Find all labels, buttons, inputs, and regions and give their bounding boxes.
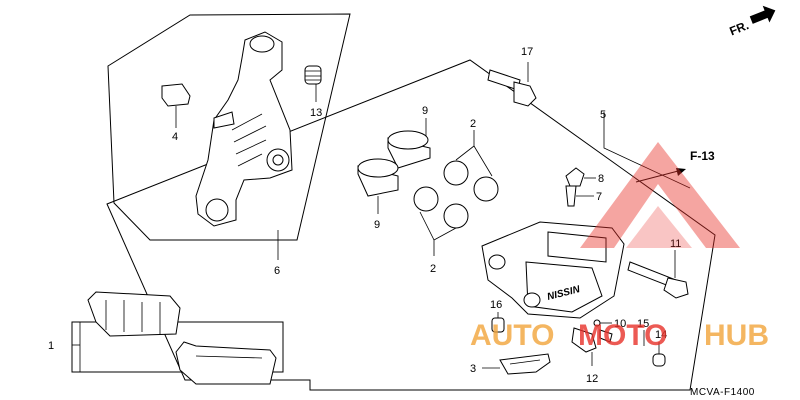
bleeder-screw (565, 185, 577, 207)
front-label: FR. (727, 18, 750, 38)
callout-caliper-boot: 14 (655, 329, 667, 341)
reference-label: F-13 (690, 149, 715, 163)
brake-pad-front (87, 291, 181, 337)
front-direction: FR. (727, 5, 776, 38)
callout-piston-lower: 9 (374, 219, 380, 231)
bleeder-cap (565, 167, 585, 187)
callout-pad-retainer: 4 (172, 131, 178, 143)
callout-slide-sleeve: 16 (490, 299, 502, 311)
piston-seals (413, 160, 499, 229)
callout-seal-kit-lower: 2 (430, 263, 436, 275)
slide-pin-bolt (571, 327, 597, 353)
callout-caliper-mount-bolt: 17 (521, 46, 533, 58)
caliper-assembly: NISSIN (481, 221, 625, 319)
watermark-text-hub: HUB (704, 319, 769, 352)
caliper-bracket (195, 31, 293, 227)
callout-seal-kit-upper: 2 (470, 118, 476, 130)
watermark-text-auto: AUTO (470, 319, 554, 352)
callout-pad-pin-plug: 10 (614, 318, 626, 330)
callout-piston-upper: 9 (422, 105, 428, 117)
callout-pin-bolt: 15 (637, 318, 649, 330)
callout-pad-spring: 3 (470, 363, 476, 375)
pad-spring (499, 353, 551, 375)
watermark-triangle-icon (580, 142, 740, 248)
callout-caliper-assembly: 5 (600, 109, 606, 121)
callout-bracket-boot: 13 (310, 107, 322, 119)
bracket-boot (304, 65, 322, 85)
pad-pin (627, 261, 689, 299)
watermark-logo: AUTO MOTO HUB (470, 142, 769, 352)
caliper-boot (652, 353, 666, 367)
callout-bleeder-screw: 7 (596, 191, 602, 203)
callout-pads: 1 (48, 340, 54, 352)
caliper-bracket-group-outline (107, 13, 351, 241)
diagram-code: MCVA-F1400 (690, 387, 755, 398)
pad-retainer (161, 83, 191, 107)
watermark-text-moto: MOTO (578, 319, 667, 352)
reference-arrow-icon (635, 169, 683, 183)
brake-pad-rear (175, 341, 277, 385)
callout-slide-pin-bolt: 12 (586, 373, 598, 385)
callout-pad-pin: 11 (670, 238, 681, 250)
piston-lower (357, 158, 399, 197)
pin-bolt (599, 329, 613, 343)
piston-upper (387, 130, 431, 169)
pad-group-outline (71, 321, 284, 373)
caliper-mount-bolt (487, 69, 537, 107)
callout-bleeder-cap: 8 (598, 173, 604, 185)
callout-caliper-bracket: 6 (274, 265, 280, 277)
front-arrow-icon (749, 5, 776, 24)
